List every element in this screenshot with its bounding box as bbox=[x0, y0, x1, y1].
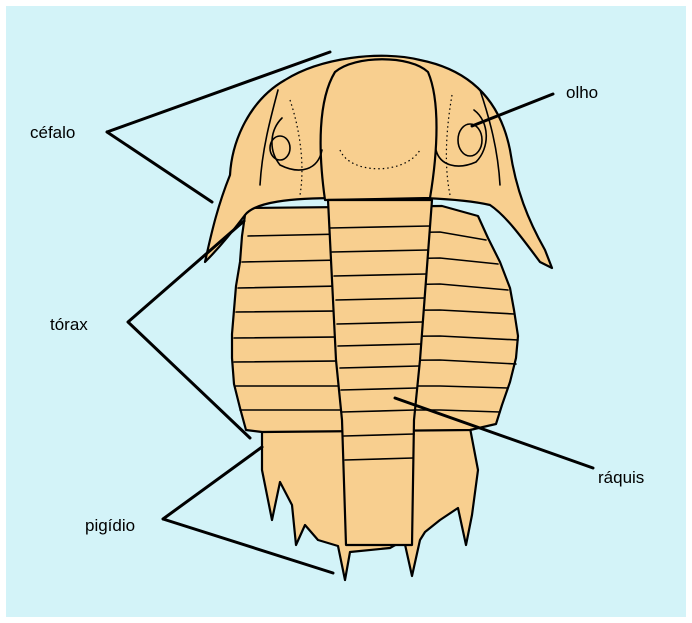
label-torax: tórax bbox=[50, 315, 88, 334]
label-raquis: ráquis bbox=[598, 468, 644, 487]
label-olho: olho bbox=[566, 83, 598, 102]
label-cefalo: céfalo bbox=[30, 123, 75, 142]
label-pigidio: pigídio bbox=[85, 516, 135, 535]
glabella bbox=[321, 59, 437, 200]
